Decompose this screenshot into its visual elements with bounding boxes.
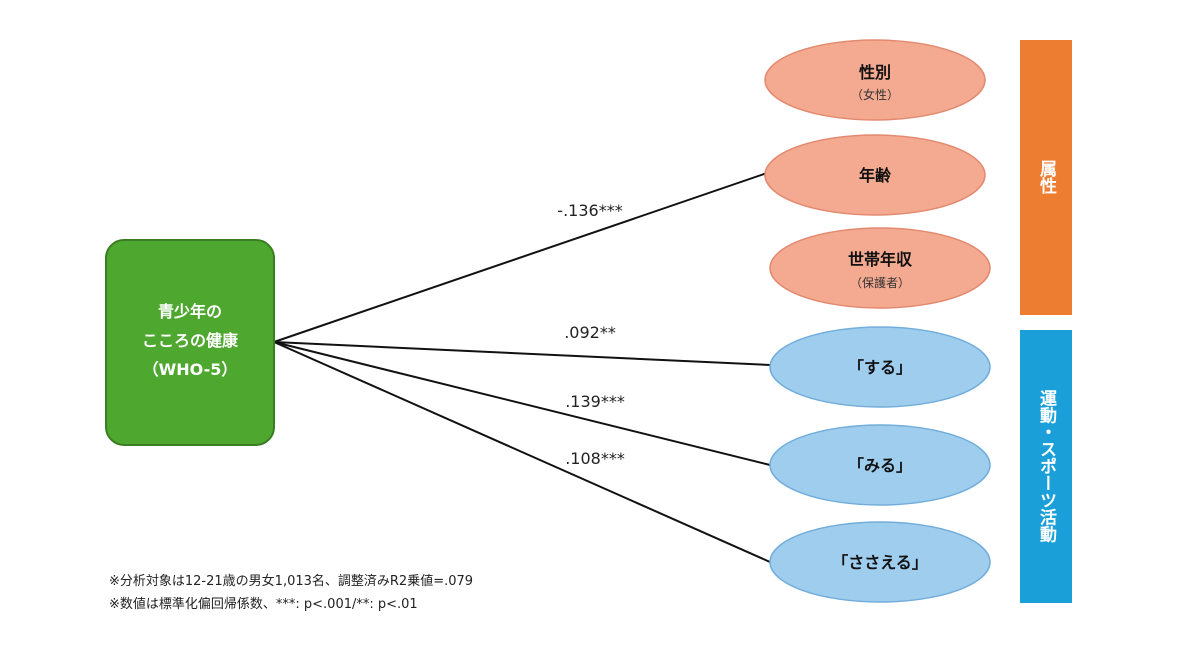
path-line-watch [273,341,771,466]
predictor-income: 世帯年収 （保護者） [769,227,991,309]
path-line-support [273,341,771,563]
coefficient-labels: -.136*** .092** .139*** .108*** [557,201,625,468]
predictor-sub-gender: （女性） [851,87,899,102]
group-bar-shape-attributes [1020,40,1072,315]
path-line-do [273,341,771,366]
dependent-label-line-2: こころの健康 [142,331,239,350]
dependent-label-line-3: （WHO-5） [143,360,238,379]
predictor-title-support: 「ささえる」 [832,553,928,572]
predictor-support: 「ささえる」 [769,521,991,603]
footnote-significance: ※数値は標準化偏回帰係数、***: p<.001/**: p<.01 [109,596,418,612]
predictor-do: 「する」 [769,326,991,408]
predictor-title-watch: 「みる」 [848,456,912,475]
predictor-ellipse-do [769,326,991,408]
coef-label-age: -.136*** [557,201,622,220]
group-label-sports: 運動・スポーツ活動 [1036,389,1057,543]
path-lines [273,172,771,563]
coef-label-watch: .139*** [565,392,625,411]
predictor-title-gender: 性別 [859,63,891,82]
group-bar-sports: 運動・スポーツ活動 [1020,330,1072,603]
group-label-attributes: 属性 [1036,160,1057,195]
dependent-variable-box: 青少年の こころの健康 （WHO-5） [105,239,275,446]
group-bar-attributes: 属性 [1020,40,1072,315]
group-bar-shape-sports [1020,330,1072,603]
predictor-gender: 性別 （女性） [764,39,986,121]
predictor-title-do: 「する」 [848,358,912,377]
predictor-ellipse-income [769,227,991,309]
predictor-ellipse-gender [764,39,986,121]
predictor-watch: 「みる」 [769,424,991,506]
dependent-label-line-1: 青少年の [158,302,222,321]
coef-label-do: .092** [564,323,616,342]
predictor-ellipse-age [764,134,986,216]
footnote-sample: ※分析対象は12-21歳の男女1,013名、調整済みR2乗値=.079 [109,573,473,589]
dependent-box-shape [105,239,275,446]
predictor-ellipse-watch [769,424,991,506]
footnotes: ※分析対象は12-21歳の男女1,013名、調整済みR2乗値=.079 ※数値は… [109,573,473,612]
path-line-age [273,172,768,343]
coef-label-support: .108*** [565,449,625,468]
predictor-title-age: 年齢 [859,166,892,185]
predictor-title-income: 世帯年収 [848,250,913,269]
predictor-age: 年齢 [764,134,986,216]
predictor-ellipse-support [769,521,991,603]
predictor-sub-income: （保護者） [850,275,910,290]
